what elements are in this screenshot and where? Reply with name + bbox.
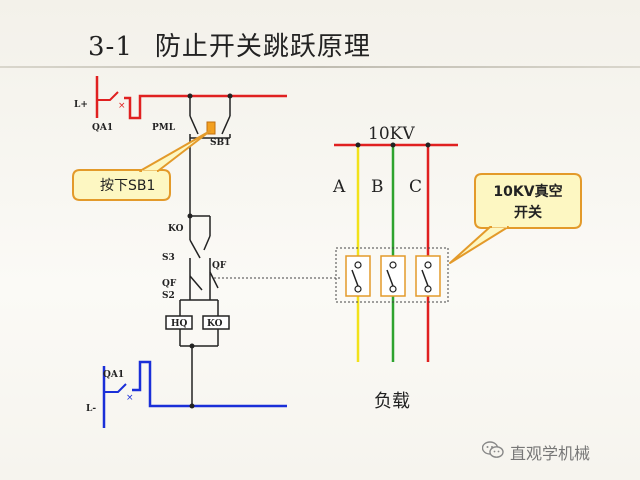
label-qf-left: QF <box>162 279 177 289</box>
switch-b-top <box>389 261 397 269</box>
positive-bus: × <box>95 76 287 120</box>
vacuum-switch-enclosure <box>335 247 449 303</box>
coils <box>165 315 230 406</box>
qf-right-contact <box>209 271 219 289</box>
title-divider <box>0 66 640 68</box>
phase-a-node <box>355 142 361 148</box>
switch-a-top <box>354 261 362 269</box>
switch-b-bottom <box>389 285 397 293</box>
qf-s2-section <box>179 258 219 316</box>
ko-s3-section <box>187 213 211 280</box>
switch-c-top <box>424 261 432 269</box>
junction-2 <box>227 93 233 99</box>
switch-c-bottom <box>424 285 432 293</box>
label-l-plus: L+ <box>74 100 88 110</box>
phase-label-c: C <box>409 177 422 197</box>
junction-4 <box>189 343 195 349</box>
label-10kv: 10KV <box>368 124 415 144</box>
phase-label-b: B <box>371 177 384 197</box>
junction-5 <box>189 403 195 409</box>
callout-press-box <box>72 169 171 201</box>
label-s2: S2 <box>162 291 175 301</box>
switch-a-bottom <box>354 285 362 293</box>
switch-b-blade <box>386 269 394 287</box>
load-label: 负载 <box>374 391 410 412</box>
wechat-icon <box>481 441 504 463</box>
callout-press-sb1: 按下SB1 <box>72 130 211 201</box>
label-qa1-bottom: QA1 <box>103 370 124 380</box>
cross-mark-top: × <box>118 101 126 111</box>
phase-b-node <box>390 142 396 148</box>
callout-switch-pointer <box>449 226 509 264</box>
callout-switch-box <box>474 173 582 229</box>
label-l-minus: L- <box>86 404 96 414</box>
s3-contact <box>189 239 201 259</box>
callout-switch-line2: 开关 <box>514 204 542 221</box>
ko-coil <box>202 315 230 330</box>
qa1-bottom-contact <box>104 383 127 393</box>
ko-contact <box>203 235 211 251</box>
page-title: 3-1 防止开关跳跃原理 <box>88 26 371 63</box>
three-phase-section: 10KV A B C 负载 <box>332 124 458 412</box>
label-ko-top: KO <box>168 224 184 234</box>
callout-switch-line1: 10KV真空 <box>493 183 562 200</box>
cross-mark-bottom: × <box>126 393 134 403</box>
qa1-top-contact <box>97 91 119 101</box>
label-hq: HQ <box>171 319 188 329</box>
qf-left-contact <box>189 275 203 291</box>
negative-bus: × <box>102 360 287 428</box>
junction-1 <box>187 93 193 99</box>
phase-c-node <box>425 142 431 148</box>
label-qa1-top: QA1 <box>92 123 113 133</box>
callout-press-pointer <box>139 130 211 172</box>
title-number: 3-1 <box>88 32 133 62</box>
control-labels: L+ QA1 PML SB1 KO S3 QF QF S2 HQ KO QA1 … <box>74 100 230 414</box>
watermark: 直观学机械 <box>481 440 591 464</box>
label-sb1: SB1 <box>210 138 230 148</box>
phase-label-a: A <box>332 177 346 197</box>
label-ko-bottom: KO <box>207 319 223 329</box>
hq-coil <box>165 315 193 330</box>
sb1-contact <box>221 115 231 135</box>
callout-press-text: 按下SB1 <box>100 178 155 194</box>
switch-c-blade <box>421 269 429 287</box>
title-text: 防止开关跳跃原理 <box>154 32 371 62</box>
label-qf-right: QF <box>212 261 227 271</box>
sb1-button <box>206 121 216 135</box>
callout-vacuum-switch: 10KV真空 开关 <box>449 173 582 264</box>
watermark-text: 直观学机械 <box>510 444 591 463</box>
junction-3 <box>187 213 193 219</box>
label-s3: S3 <box>162 253 175 263</box>
switch-a-blade <box>351 269 359 287</box>
positive-line <box>124 94 287 120</box>
negative-line <box>132 360 287 408</box>
label-pml: PML <box>152 123 176 133</box>
pml-contact <box>189 115 199 135</box>
